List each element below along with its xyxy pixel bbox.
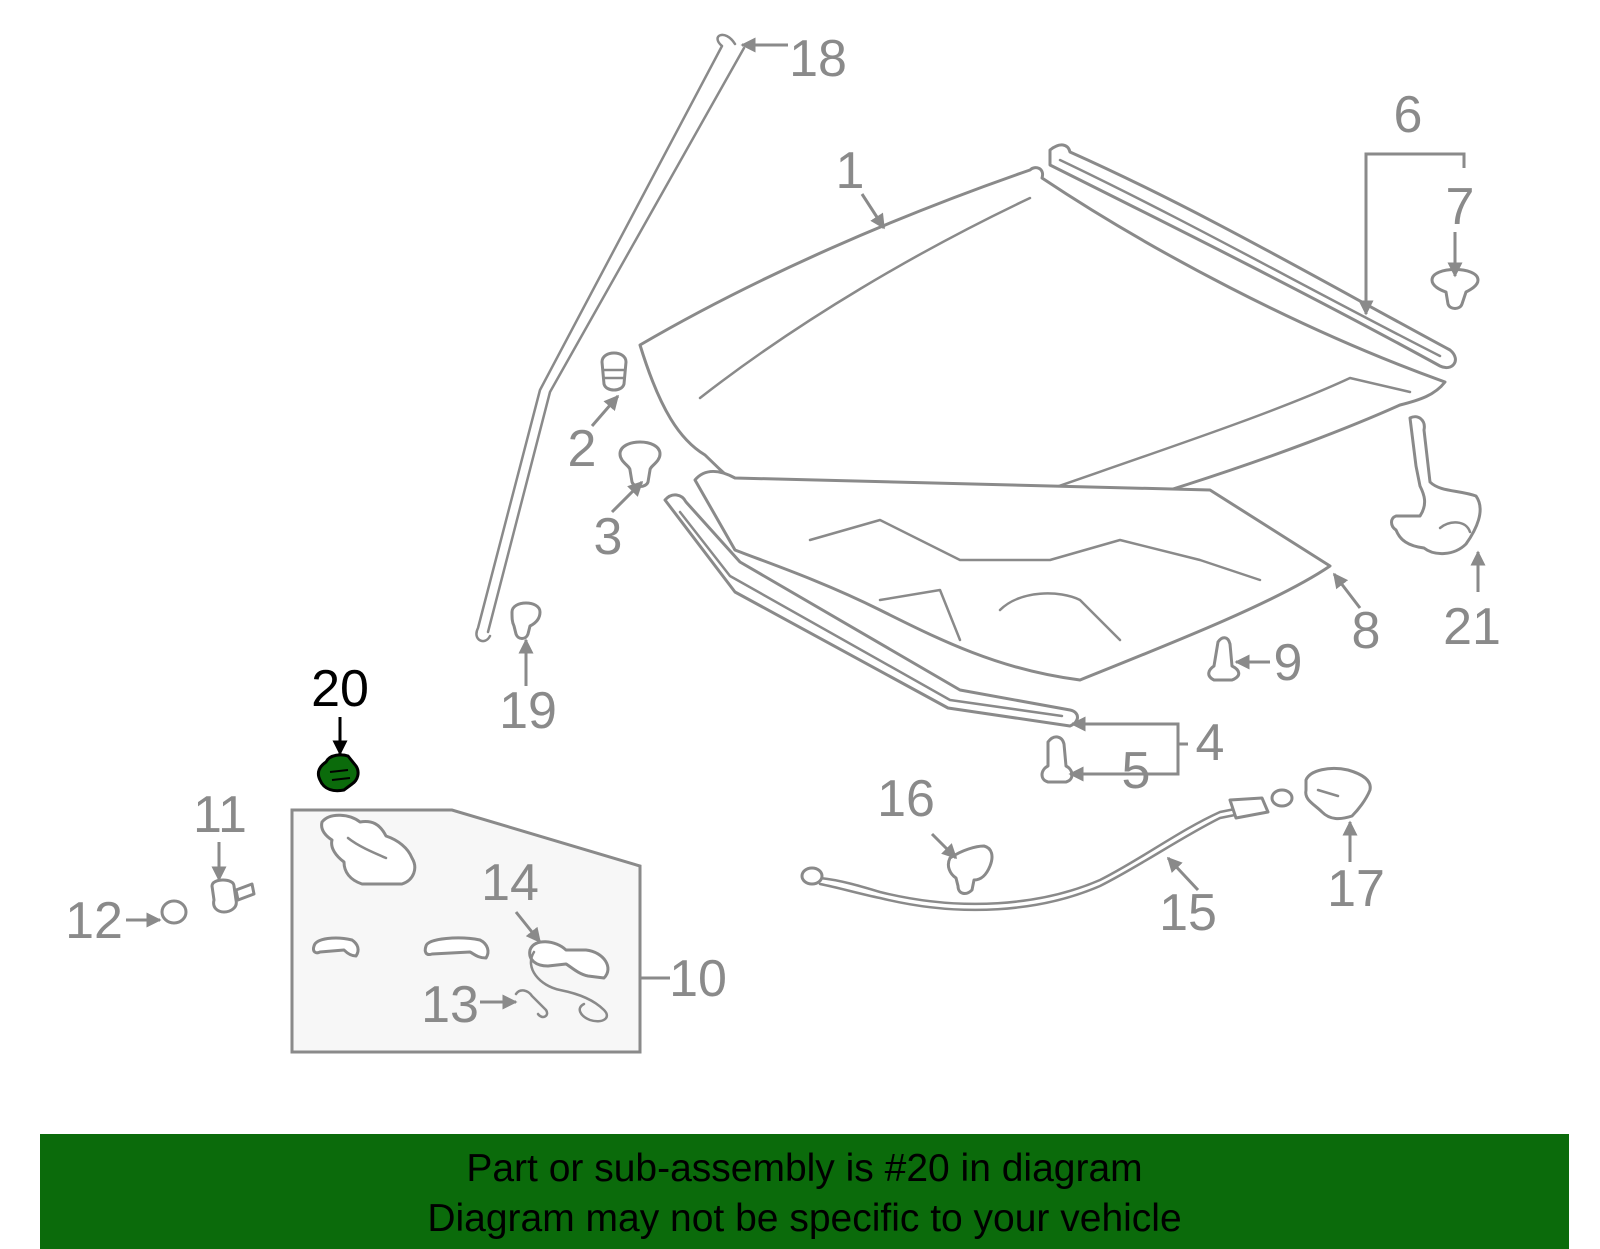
callout-8: 8 — [1352, 602, 1381, 660]
callout-labels: 1 2 3 4 5 6 7 8 9 10 11 12 13 14 15 16 1… — [65, 30, 1501, 1034]
callout-15: 15 — [1159, 884, 1217, 942]
seal-retainer — [1430, 268, 1480, 310]
callout-13: 13 — [421, 976, 479, 1034]
highlighted-part-20 — [316, 753, 360, 793]
callout-21: 21 — [1443, 598, 1501, 656]
callout-20: 20 — [311, 660, 369, 718]
grommet — [160, 899, 188, 925]
notice-line-disclaimer: Diagram may not be specific to your vehi… — [427, 1197, 1182, 1240]
cable-clamp — [946, 844, 994, 895]
leader-lines — [126, 37, 1486, 1010]
notice-banner: Part or sub-assembly is #20 in diagram D… — [40, 1134, 1569, 1249]
callout-1: 1 — [836, 142, 865, 200]
callout-3: 3 — [594, 508, 623, 566]
callout-16: 16 — [877, 770, 935, 828]
notice-line-part: Part or sub-assembly is #20 in diagram — [466, 1147, 1143, 1190]
callout-11: 11 — [193, 786, 247, 844]
release-lever — [1304, 766, 1372, 821]
callout-2: 2 — [568, 420, 597, 478]
hood-cushion — [600, 351, 628, 392]
callout-19: 19 — [499, 682, 557, 740]
hood-seal — [1048, 143, 1457, 369]
callout-18: 18 — [789, 30, 847, 88]
callout-17: 17 — [1327, 860, 1385, 918]
callout-14: 14 — [481, 854, 539, 912]
hood-support-rod — [475, 33, 746, 643]
hood-lock-assembly — [290, 808, 642, 1054]
rod-clip — [510, 601, 542, 640]
callout-7: 7 — [1446, 178, 1475, 236]
hood-clip — [618, 440, 662, 488]
hood-hinge — [1390, 415, 1482, 555]
callout-10: 10 — [669, 950, 727, 1008]
callout-5: 5 — [1122, 742, 1151, 800]
callout-9: 9 — [1274, 634, 1303, 692]
seal-clip — [1040, 735, 1074, 784]
callout-4: 4 — [1196, 714, 1225, 772]
lock-bolt — [210, 878, 256, 914]
release-cable — [800, 788, 1294, 912]
callout-12: 12 — [65, 892, 123, 950]
callout-6: 6 — [1394, 86, 1423, 144]
hood-insulator — [693, 470, 1332, 682]
insulator-clip — [1207, 636, 1241, 682]
